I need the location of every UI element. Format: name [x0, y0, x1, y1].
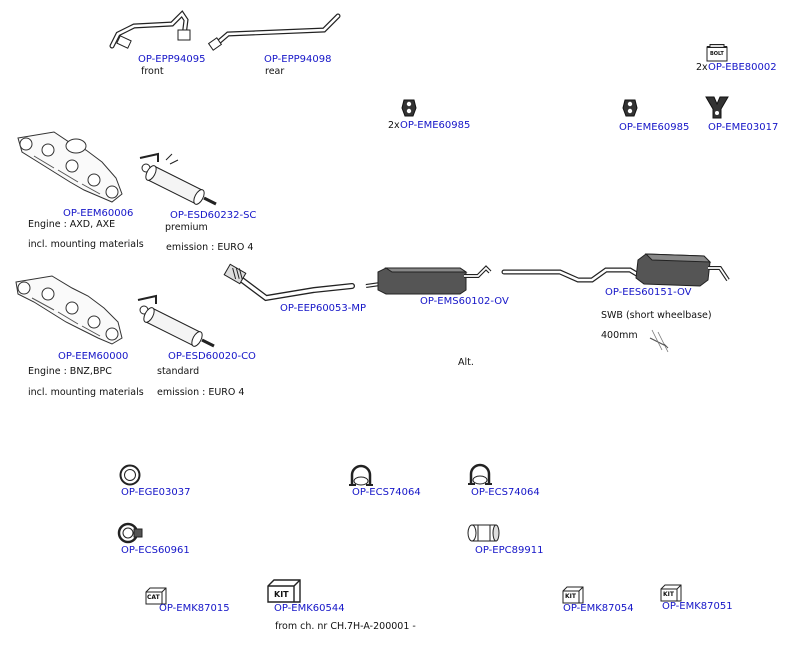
part-code-link[interactable]: OP-EPP94098 — [264, 54, 332, 65]
bolt-box-icon[interactable] — [706, 44, 728, 62]
kit-box-label: KIT — [274, 590, 289, 599]
rubber-mount-icon[interactable] — [401, 98, 417, 118]
part-note: emission : EURO 4 — [166, 242, 254, 253]
front-pipe-icon[interactable] — [104, 6, 194, 54]
part-code-link[interactable]: OP-ESD60020-CO — [168, 351, 256, 362]
mounting-kit-box-icon[interactable] — [144, 586, 168, 606]
part-code-link[interactable]: OP-ECS74064 — [471, 487, 540, 498]
part-code-link[interactable]: OP-EEM60000 — [58, 351, 129, 362]
part-code-link[interactable]: OP-EPC89911 — [475, 545, 544, 556]
part-note: standard — [157, 366, 200, 377]
part-code-link[interactable]: OP-EEM60006 — [63, 208, 134, 219]
rear-silencer-icon[interactable] — [500, 250, 732, 290]
part-note: 400mm — [601, 330, 638, 341]
part-note: premium — [165, 222, 208, 233]
part-note: SWB (short wheelbase) — [601, 310, 712, 321]
part-code-link[interactable]: OP-ECS60961 — [121, 545, 190, 556]
mounting-kit-box-icon[interactable] — [266, 578, 302, 604]
kit-box-label: CAT — [147, 594, 160, 601]
part-code-link[interactable]: OP-ECS74064 — [352, 487, 421, 498]
mounting-kit-box-icon[interactable] — [659, 583, 683, 603]
bolt-box-label: BOLT — [710, 51, 724, 57]
flex-pipe-icon[interactable] — [222, 266, 358, 306]
middle-silencer-icon[interactable] — [364, 262, 494, 298]
part-note: incl. mounting materials — [28, 239, 144, 250]
exhaust-manifold-icon[interactable] — [14, 128, 128, 206]
alternative-label: Alt. — [458, 357, 474, 368]
part-code-link[interactable]: OP-EEP60053-MP — [280, 303, 367, 314]
particulate-filter-icon[interactable] — [136, 150, 220, 210]
part-code-link[interactable]: OP-EBE80002 — [708, 62, 777, 73]
u-clamp-icon[interactable] — [467, 462, 493, 486]
part-note: Engine : AXD, AXE — [28, 219, 116, 230]
part-note: rear — [265, 66, 285, 77]
y-mount-icon[interactable] — [704, 94, 730, 120]
part-qty: 2x — [696, 62, 708, 73]
part-code-link[interactable]: OP-ESD60232-SC — [170, 210, 257, 221]
part-code-link[interactable]: OP-EMK87051 — [662, 601, 733, 612]
part-code-link[interactable]: OP-EME03017 — [708, 122, 779, 133]
kit-box-label: KIT — [663, 591, 674, 598]
pipe-connector-icon[interactable] — [466, 522, 500, 544]
part-qty: 2x — [388, 120, 400, 131]
part-code-link[interactable]: OP-EGE03037 — [121, 487, 191, 498]
particulate-filter-icon[interactable] — [134, 292, 218, 352]
part-note: Engine : BNZ,BPC — [28, 366, 112, 377]
part-code-link[interactable]: OP-EMK87054 — [563, 603, 634, 614]
part-code-link[interactable]: OP-EME60985 — [619, 122, 690, 133]
part-note: from ch. nr CH.7H-A-200001 - — [275, 621, 416, 632]
gasket-ring-icon[interactable] — [119, 464, 141, 486]
part-code-link[interactable]: OP-EMK60544 — [274, 603, 345, 614]
part-note: front — [141, 66, 164, 77]
part-code-link[interactable]: OP-EPP94095 — [138, 54, 206, 65]
part-code-link[interactable]: OP-EME60985 — [400, 120, 471, 131]
rear-pipe-icon[interactable] — [206, 10, 352, 54]
u-clamp-icon[interactable] — [348, 463, 374, 487]
rubber-mount-icon[interactable] — [622, 98, 638, 118]
exhaust-manifold-icon[interactable] — [12, 272, 128, 348]
part-note: emission : EURO 4 — [157, 387, 245, 398]
part-note: incl. mounting materials — [28, 387, 144, 398]
band-clamp-icon[interactable] — [117, 522, 143, 544]
kit-box-label: KIT — [565, 593, 576, 600]
part-code-link[interactable]: OP-EES60151-OV — [605, 287, 692, 298]
part-code-link[interactable]: OP-EMS60102-OV — [420, 296, 509, 307]
part-code-link[interactable]: OP-EMK87015 — [159, 603, 230, 614]
pipe-length-icon — [648, 328, 670, 354]
mounting-kit-box-icon[interactable] — [561, 585, 585, 605]
